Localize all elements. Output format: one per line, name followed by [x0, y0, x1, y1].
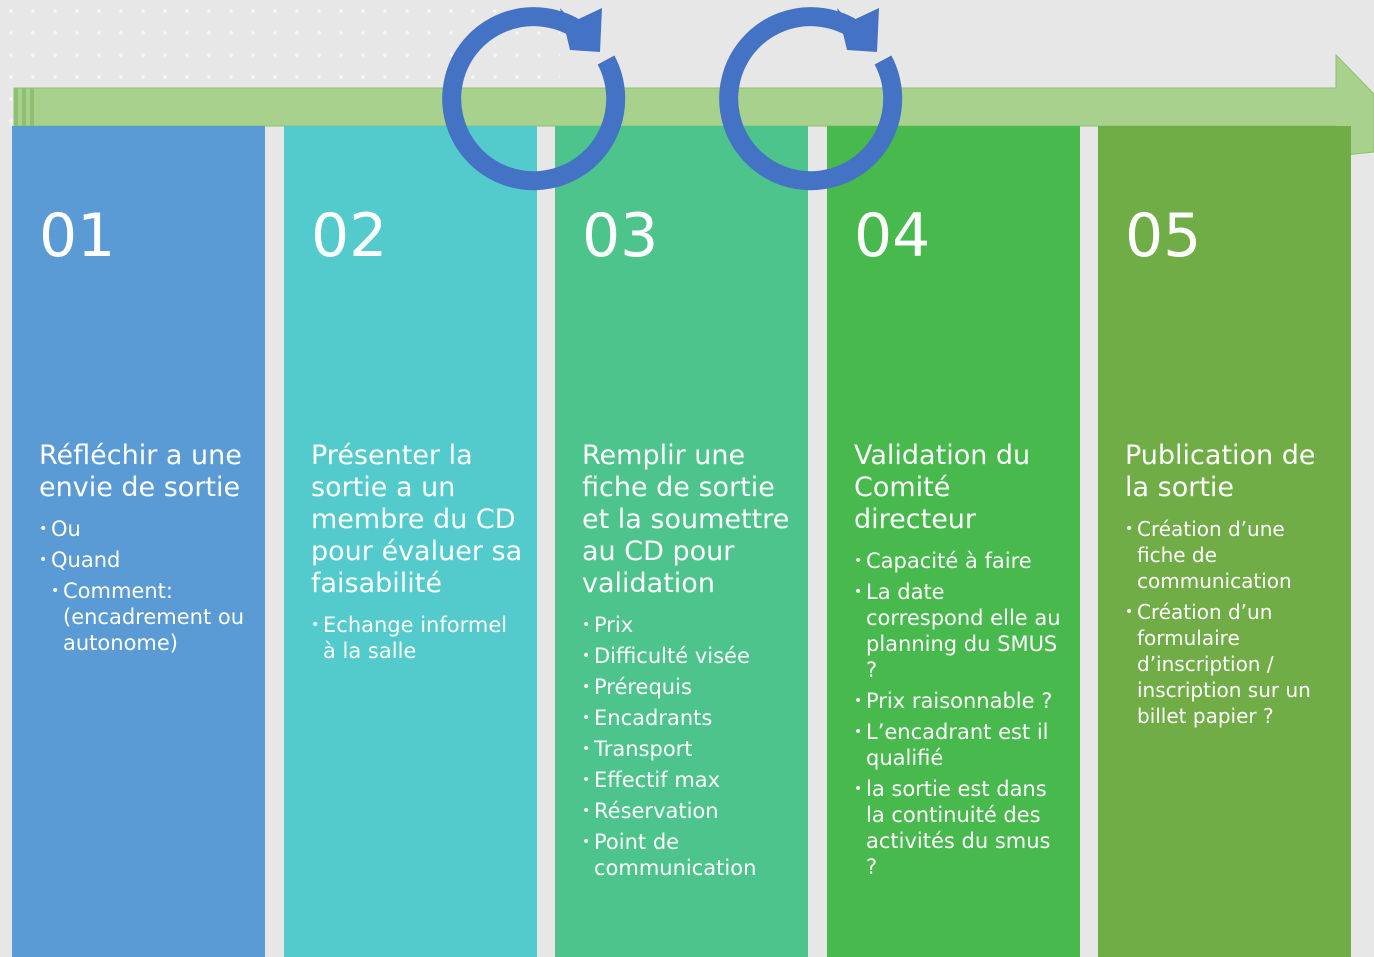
bullet-item: Transport	[582, 736, 796, 762]
bullet-item: La date correspond elle au planning du S…	[854, 579, 1068, 683]
step-number: 01	[39, 201, 116, 271]
bullet-item: Echange informel à la salle	[311, 612, 525, 664]
bullet-item: Encadrants	[582, 705, 796, 731]
bullet-item: Ou	[39, 516, 253, 542]
step-column-2: 02 Présenter la sortie a un membre du CD…	[284, 126, 537, 957]
bullet-item: Prérequis	[582, 674, 796, 700]
step-title: Remplir une fiche de sortie et la soumet…	[582, 440, 790, 599]
step-column-1: 01 Réfléchir a une envie de sortie Ou Qu…	[12, 126, 265, 957]
step-column-4: 04 Validation du Comité directeur Capaci…	[827, 126, 1080, 957]
bullet-item: Difficulté visée	[582, 643, 796, 669]
step-bullet-list: Prix Difficulté visée Prérequis Encadran…	[582, 612, 796, 881]
step-bullet-list: Ou Quand Comment: (encadrement ou autono…	[39, 516, 253, 656]
bullet-item: Effectif max	[582, 767, 796, 793]
sub-bullet-item: Comment: (encadrement ou autonome)	[51, 578, 253, 656]
step-title: Publication de la sortie	[1125, 440, 1316, 503]
cycle-arrow-icon	[442, 7, 626, 191]
step-title: Présenter la sortie a un membre du CD po…	[311, 440, 523, 599]
step-bullet-list: Création d’une fiche de communication Cr…	[1125, 516, 1339, 729]
step-number: 04	[854, 201, 931, 271]
bullet-item: Point de communication	[582, 829, 796, 881]
bullet-item: Capacité à faire	[854, 548, 1068, 574]
bullet-item: Réservation	[582, 798, 796, 824]
step-title: Validation du Comité directeur	[854, 440, 1031, 535]
cycle-arrow-icon	[719, 7, 903, 191]
bullet-item: la sortie est dans la continuité des act…	[854, 776, 1068, 880]
step-number: 03	[582, 201, 659, 271]
step-number: 02	[311, 201, 388, 271]
bullet-item: Prix	[582, 612, 796, 638]
step-number: 05	[1125, 201, 1202, 271]
step-bullet-list: Echange informel à la salle	[311, 612, 525, 664]
step-column-3: 03 Remplir une fiche de sortie et la sou…	[555, 126, 808, 957]
step-column-5: 05 Publication de la sortie Création d’u…	[1098, 126, 1351, 957]
bullet-item: Création d’une fiche de communication	[1125, 516, 1339, 594]
step-bullet-list: Capacité à faire La date correspond elle…	[854, 548, 1068, 880]
bullet-item: Prix raisonnable ?	[854, 688, 1068, 714]
bullet-item: Quand	[39, 547, 253, 573]
step-title: Réfléchir a une envie de sortie	[39, 440, 242, 503]
bullet-item: L’encadrant est il qualifié	[854, 719, 1068, 771]
bullet-item: Création d’un formulaire d’inscription /…	[1125, 599, 1339, 729]
